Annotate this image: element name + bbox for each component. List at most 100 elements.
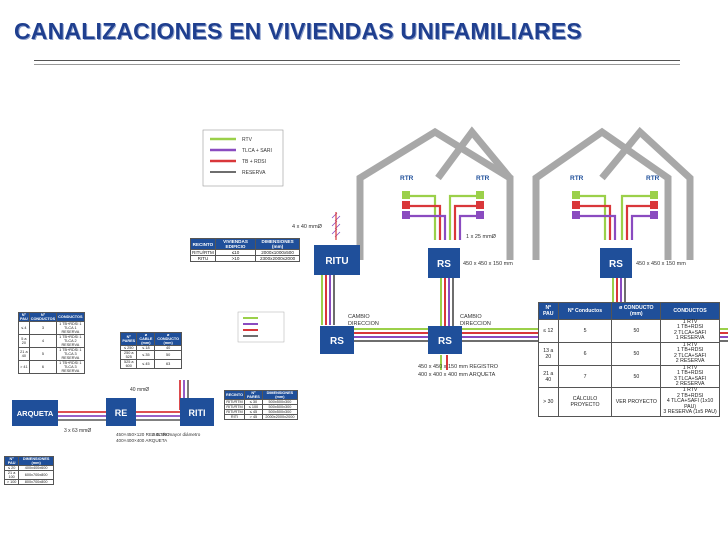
table-row: RITU >10 2300x2000x2000 bbox=[190, 255, 300, 262]
th-conductos: CONDUCTOS bbox=[660, 302, 720, 320]
rs3-label: RS bbox=[330, 336, 344, 347]
cell: CÁLCULO PROYECTO bbox=[557, 387, 613, 417]
cell: > 41 bbox=[18, 360, 30, 374]
th-conducto: ø CONDUCTO (mm) bbox=[154, 332, 182, 346]
label-40mm: 40 mmØ bbox=[130, 387, 149, 393]
cell: 4 bbox=[28, 334, 58, 348]
rtr-label-2: RTR bbox=[476, 175, 490, 182]
th-pares: Nº PARES bbox=[119, 332, 138, 346]
cell: 5 bbox=[28, 347, 58, 361]
page-title: CANALIZACIONES EN VIVIENDAS UNIFAMILIARE… bbox=[14, 18, 582, 44]
cell: 1 TB+RDSI 1 TLCA 3 RESERVA bbox=[56, 347, 85, 361]
cell: 50 bbox=[611, 341, 662, 366]
cell: 21 a 40 bbox=[18, 347, 30, 361]
box-rs-cambio1: RS bbox=[320, 326, 354, 354]
cell: 1 TB+RDSI 1 TLCA 1 RESERVA bbox=[56, 321, 85, 335]
registro-label: 450 x 450 x 150 mm REGISTRO bbox=[418, 364, 499, 370]
rs2-dimensions: 450 x 450 x 150 mm bbox=[636, 261, 686, 267]
cell: ≤ 12 bbox=[538, 319, 559, 343]
th-recinto: RECINTO bbox=[190, 238, 216, 250]
table-recinto-riti: RECINTO Nº PARES DIMENSIONES (mm) RITI/R… bbox=[223, 390, 299, 420]
cell: 2000x2000x2000 bbox=[261, 414, 299, 420]
th-num-conductos: Nº Conductos bbox=[557, 302, 613, 320]
houses-outline bbox=[356, 127, 672, 260]
rs4-label: RS bbox=[438, 336, 452, 347]
box-arqueta: ARQUETA bbox=[12, 400, 58, 426]
cell: 13 a 20 bbox=[538, 341, 559, 366]
table-recinto-ritu: RECINTO VIVIENDAS EDIFICIO DIMENSIONES (… bbox=[190, 238, 300, 262]
title-underline bbox=[34, 60, 680, 61]
cell: 800x700x800 bbox=[18, 479, 54, 485]
legend-reserva: RESERVA bbox=[242, 170, 266, 176]
direccion-2: DIRECCION bbox=[460, 321, 491, 327]
cell: RITI/RTM bbox=[223, 399, 246, 405]
label-4x40: 4 x 40 mmØ bbox=[292, 224, 323, 230]
rtr-label-4: RTR bbox=[646, 175, 660, 182]
cell: ≤ 45 bbox=[136, 359, 156, 369]
cell: 3 bbox=[28, 321, 58, 335]
th-pau: Nº PAU bbox=[538, 302, 559, 320]
cell: > 100 bbox=[3, 479, 20, 485]
label-1x25: 1 x 25 mmØ bbox=[466, 234, 497, 240]
cell: RITU/RTM bbox=[190, 249, 216, 256]
rtr-markers bbox=[402, 191, 658, 219]
small-legend bbox=[237, 311, 285, 343]
re-label: RE bbox=[115, 408, 128, 418]
direccion-1: DIRECCION bbox=[348, 321, 379, 327]
label-arqueta-left: 400×400×400 ARQUETA bbox=[116, 438, 168, 443]
box-re: RE bbox=[106, 398, 136, 426]
cell: 6 bbox=[28, 360, 58, 374]
rtr-label-1: RTR bbox=[400, 175, 414, 182]
table-pau-conductos: Nº PAU Nº Conductos ø CONDUCTO (mm) COND… bbox=[538, 302, 720, 417]
th-recinto2: RECINTO bbox=[223, 390, 246, 400]
arqueta-label: 400 x 400 x 400 mm ARQUETA bbox=[418, 372, 496, 378]
cell: 250 a 525 bbox=[119, 350, 138, 360]
cell: 21 a 40 bbox=[538, 364, 559, 389]
box-ritu: RITU bbox=[314, 245, 360, 275]
cell: RITI/RTM bbox=[223, 404, 246, 410]
cell: 63 bbox=[154, 359, 182, 369]
label-mayor-diametro: ≥ 4L de mayor diámetro bbox=[152, 432, 201, 437]
box-rs-house1: RS bbox=[428, 248, 460, 278]
cell: 21 a 100 bbox=[3, 470, 20, 480]
cell: 5 a 20 bbox=[18, 334, 30, 348]
cell: >10 bbox=[214, 255, 257, 262]
cell: VER PROYECTO bbox=[611, 387, 662, 417]
rs1-dimensions: 450 x 450 x 150 mm bbox=[463, 261, 513, 267]
legend-rtv: RTV bbox=[242, 137, 253, 143]
table-row: > 30 CÁLCULO PROYECTO VER PROYECTO 1 RTV… bbox=[538, 387, 720, 417]
cell: 1 TB+RDSI 1 TLCA 2 RESERVA bbox=[56, 334, 85, 348]
cell: 50 bbox=[611, 319, 662, 343]
table-pares: Nº PARES ø CABLE (mm) ø CONDUCTO (mm) ≤ … bbox=[119, 332, 182, 369]
th-dimensiones: DIMENSIONES (mm) bbox=[255, 238, 300, 250]
cell: RITI/RTM bbox=[223, 409, 246, 415]
cell: 5 bbox=[557, 319, 613, 343]
cell: 1 TB+RDSI 1 TLCA 3 RESERVA bbox=[56, 360, 85, 374]
arqueta-box-label: ARQUETA bbox=[17, 409, 54, 418]
cell: 6 bbox=[557, 341, 613, 366]
cambio-1: CAMBIO bbox=[348, 314, 370, 320]
th-viviendas: VIVIENDAS EDIFICIO bbox=[214, 238, 257, 250]
cell: 525 a 600 bbox=[119, 359, 138, 369]
th-diam-conducto: ø CONDUCTO (mm) bbox=[611, 302, 662, 320]
label-3x63: 3 x 63 mmØ bbox=[64, 428, 91, 434]
cell: 50 bbox=[611, 364, 662, 389]
